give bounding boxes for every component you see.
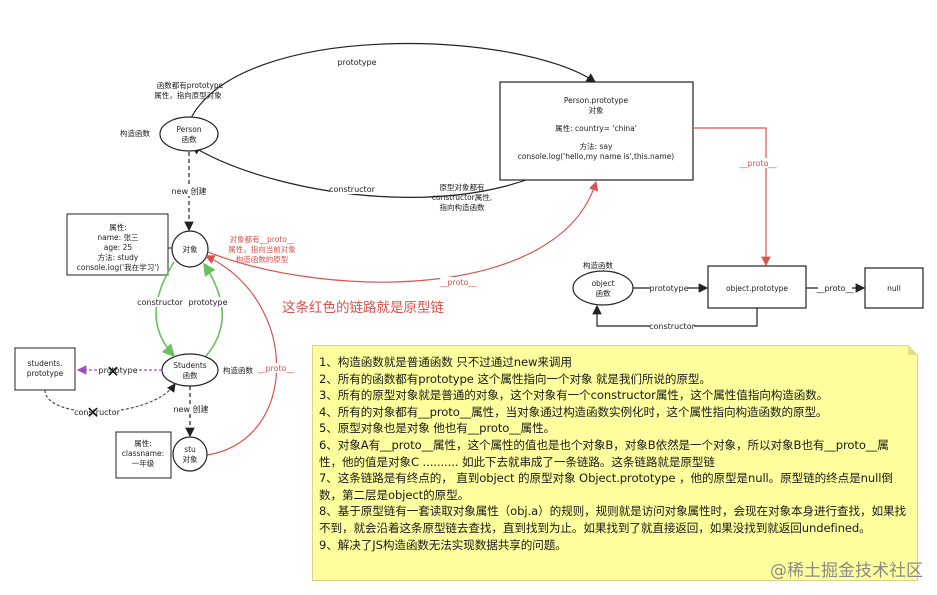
green-prototype-label: prototype (189, 298, 228, 307)
watermark: @稀土掘金技术社区 (770, 561, 923, 581)
note-line-4: 4、所有的对象都有__proto__属性，当对象通过构造函数实例化时，这个属性指… (319, 404, 828, 419)
person-prototype-prop: 属性: country= 'china' (555, 123, 637, 133)
object-instance-label: 对象 (183, 244, 198, 254)
stu-props-title: 属性: (134, 438, 152, 448)
obj-proto-note-3: 构造函数的原型 (236, 254, 289, 264)
person-prototype-title: Person.prototype (564, 96, 629, 105)
stu-props-classname: classname: (122, 449, 164, 458)
note-line-7: 7、这条链路是有终点的， 直到object 的原型对象 Object.proto… (319, 471, 893, 502)
green-prototype-arrow (203, 262, 223, 357)
props-name: name: 张三 (97, 233, 138, 242)
ctor-note-1: 函数都有prototype (157, 80, 224, 90)
person-node (159, 116, 219, 152)
object-fn-title: object (591, 279, 614, 288)
object-props-box (66, 213, 169, 276)
proto-ctor-note-1: 原型对象都有 (440, 182, 485, 192)
note-line-6: 6、对象A有__proto__属性，这个属性的值也是也个对象B，对象B依然是一个… (319, 437, 889, 469)
students-proto-l1: students. (28, 359, 63, 368)
proto-edge-label-3: __proto__ (256, 364, 295, 373)
person-node-title: Person (176, 125, 201, 134)
person-prototype-code: console.log('hello,my name is',this.name… (518, 152, 675, 161)
object-instance-node (171, 230, 209, 268)
students-function-node (161, 353, 219, 387)
stu-props-value: 一年级 (132, 458, 155, 468)
object-fn-sub: 函数 (596, 288, 611, 298)
proto-ctor-note-2: constructor属性, (432, 192, 492, 202)
students-prototype-edge-label: prototype (99, 366, 138, 375)
obj-proto-note-2: 属性，指向当前对象 (228, 244, 296, 254)
red-chain-caption: 这条红色的链路就是原型链 (282, 299, 444, 316)
note-line-3: 3、所有的原型对象就是普通的对象，这个对象有一个constructor属性，这个… (319, 388, 829, 403)
note-line-2: 2、所有的函数都有prototype 这个属性指向一个对象 就是我们所说的原型。 (319, 371, 711, 386)
explanation-note: 1、构造函数就是普通函数 只不过通过new来调用 2、所有的函数都有protot… (312, 345, 918, 581)
ctor-label-person: 构造函数 (120, 128, 150, 138)
person-prototype-sub: 对象 (589, 105, 604, 115)
students-title: Students (173, 361, 207, 370)
students-proto-l2: prototype (27, 369, 64, 378)
note-line-8: 8、基于原型链有一套读取对象属性（obj.a）的规则，规则就是访问对象属性时，会… (319, 504, 906, 535)
props-title: 属性: (109, 222, 127, 232)
stu-sub: 对象 (183, 454, 198, 464)
proto-red-arrow-2 (693, 127, 771, 267)
ctor-note-2: 属性，指向原型对象 (154, 90, 222, 100)
constructor-edge-label: constructor (329, 185, 375, 194)
null-proto-edge-label: __proto__ (815, 284, 854, 293)
person-prototype-box (499, 81, 694, 181)
new-create-label: new 创建 (171, 186, 206, 196)
note-corner-fold (908, 345, 918, 355)
object-prototype-box (707, 265, 807, 309)
proto-ctor-note-3: 指向构造函数 (440, 202, 485, 212)
object-prototype-label: object.prototype (726, 284, 788, 293)
students-constructor-arrow (44, 383, 176, 413)
stu-title: stu (184, 445, 196, 454)
stu-new-create-label: new 创建 (173, 404, 208, 414)
note-line-9: 9、解决了JS构造函数无法实现数据共享的问题。 (319, 537, 567, 552)
note-line-5: 5、原型对象也是对象 他也有__proto__属性。 (319, 421, 556, 436)
students-sub: 函数 (183, 370, 198, 380)
null-label: null (887, 284, 901, 293)
prototype-arrow (189, 42, 596, 121)
person-prototype-method: 方法: say (580, 141, 613, 151)
students-prototype-box (14, 347, 76, 391)
props-age: age: 25 (104, 243, 133, 252)
null-box (864, 267, 924, 309)
stu-node (172, 436, 208, 472)
proto-red-arrow-1 (207, 180, 599, 283)
proto-edge-label-1: __proto__ (438, 278, 477, 287)
note-line-1: 1、构造函数就是普通函数 只不过通过new来调用 (319, 355, 572, 369)
object-function-node (572, 270, 634, 306)
object-prototype-edge-label: prototype (650, 284, 689, 293)
cross-mark-2: ✕ (86, 403, 99, 422)
props-code: console.log('我在学习') (77, 262, 160, 272)
props-method: 方法: study (98, 252, 139, 262)
person-node-sub: 函数 (182, 134, 197, 144)
stu-props-box (115, 431, 172, 479)
green-constructor-label: constructor (137, 298, 183, 307)
prototype-edge-label: prototype (338, 58, 377, 67)
object-constructor-edge-label: constructor (649, 322, 695, 331)
cross-mark-1: ✕ (106, 362, 119, 381)
students-constructor-edge-label: constructor (74, 408, 120, 417)
obj-proto-note-1: 对象都有__proto__ (230, 234, 295, 244)
ctor-label-students: 构造函数 (223, 365, 253, 375)
proto-edge-label-2: __proto__ (738, 159, 777, 168)
green-constructor-arrow (155, 261, 176, 358)
ctor-label-object: 构造函数 (583, 260, 613, 270)
